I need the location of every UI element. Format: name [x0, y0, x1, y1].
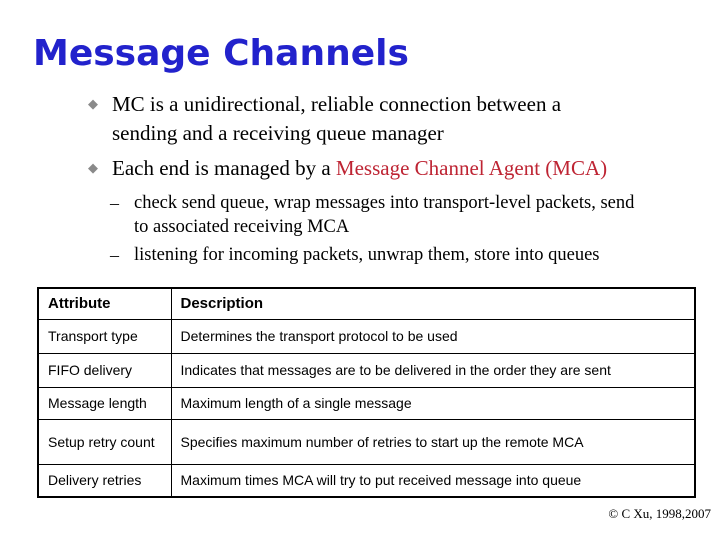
attribute-cell: Message length — [37, 386, 172, 420]
table-row: Transport type Determines the transport … — [37, 318, 696, 354]
table-row: Setup retry count Specifies maximum numb… — [37, 418, 696, 465]
bullet-list: ◆ MC is a unidirectional, reliable conne… — [88, 90, 703, 271]
sub-bullet-item: – check send queue, wrap messages into t… — [110, 191, 703, 239]
description-cell: Indicates that messages are to be delive… — [170, 352, 696, 388]
description-cell: Specifies maximum number of retries to s… — [170, 418, 696, 465]
sub-bullet-text: listening for incoming packets, unwrap t… — [134, 245, 600, 265]
dash-bullet-icon: – — [110, 193, 119, 213]
table-header-row: Attribute Description — [37, 287, 696, 320]
page-title: Message Channels — [33, 33, 409, 74]
copyright-footer: © C Xu, 1998,2007 — [608, 506, 711, 521]
attributes-table: Attribute Description Transport type Det… — [37, 287, 696, 498]
diamond-bullet-icon: ◆ — [88, 161, 98, 176]
sub-bullet-text: check send queue, wrap messages into tra… — [134, 193, 635, 237]
bullet-text: MC is a unidirectional, reliable connect… — [112, 92, 562, 145]
bullet-text-highlight: Message Channel Agent (MCA) — [335, 156, 608, 180]
bullet-text: Each end is managed by a Message Channel… — [112, 154, 607, 183]
table-row: FIFO delivery Indicates that messages ar… — [37, 352, 696, 388]
bullet-item: ◆ Each end is managed by a Message Chann… — [88, 154, 703, 183]
attribute-cell: Setup retry count — [37, 418, 172, 465]
table-header-description: Description — [170, 287, 696, 320]
table-row: Delivery retries Maximum times MCA will … — [37, 463, 696, 498]
sub-bullet-item: – listening for incoming packets, unwrap… — [110, 243, 703, 267]
description-cell: Maximum times MCA will try to put receiv… — [170, 463, 696, 498]
table-header-attribute: Attribute — [37, 287, 172, 320]
bullet-text-plain: Each end is managed by a — [112, 156, 336, 180]
table-row: Message length Maximum length of a singl… — [37, 386, 696, 420]
description-cell: Determines the transport protocol to be … — [170, 318, 696, 354]
attribute-cell: Transport type — [37, 318, 172, 354]
description-cell: Maximum length of a single message — [170, 386, 696, 420]
dash-bullet-icon: – — [110, 245, 119, 265]
bullet-item: ◆ MC is a unidirectional, reliable conne… — [88, 90, 703, 148]
attribute-cell: Delivery retries — [37, 463, 172, 498]
diamond-bullet-icon: ◆ — [88, 97, 98, 112]
attribute-cell: FIFO delivery — [37, 352, 172, 388]
